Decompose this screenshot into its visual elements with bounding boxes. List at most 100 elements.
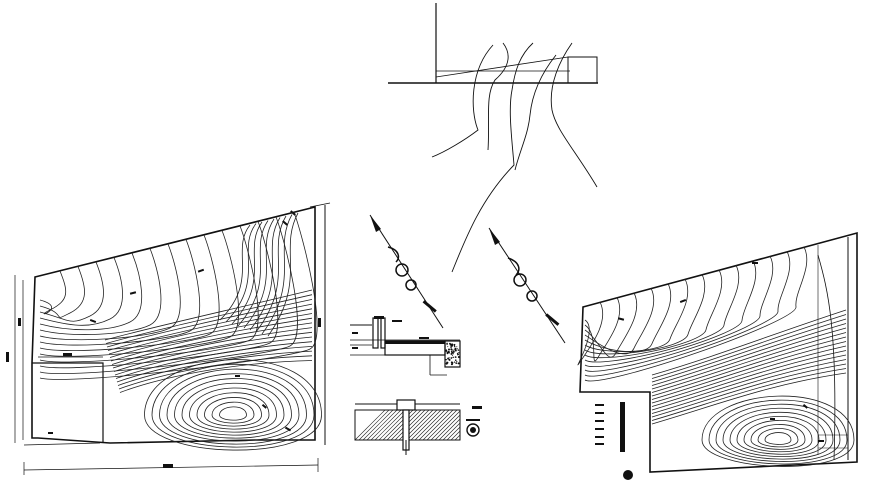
aggregate-dot (450, 357, 453, 359)
hatch-line (358, 409, 390, 441)
aggregate-dot (450, 343, 453, 346)
contour-line (204, 397, 262, 427)
contour-line (651, 318, 847, 383)
contour-line (584, 283, 672, 352)
aggregate-dot (456, 352, 459, 354)
contour-line (151, 363, 315, 448)
contour-line (225, 223, 257, 323)
contour-line (584, 288, 655, 355)
aggregate-dot (456, 360, 458, 363)
contour-line (651, 350, 847, 407)
contour-line (757, 428, 799, 448)
contour-line (577, 301, 604, 366)
contour-line (111, 322, 313, 365)
contour-line (39, 257, 123, 326)
aggregate-dot (445, 358, 447, 361)
contour-line (39, 266, 85, 318)
contour-line (584, 274, 706, 355)
contour-line (115, 341, 313, 379)
contour-line (736, 415, 820, 455)
contour-line (701, 395, 855, 467)
contour-line (110, 317, 313, 362)
contour-line (106, 299, 313, 348)
aggregate-dot (456, 346, 458, 348)
contour-line (196, 392, 270, 430)
hatch-line (418, 409, 450, 441)
right-contour-site-plan (577, 231, 858, 480)
aggregate-dot (450, 363, 453, 366)
north-arrow-left (369, 214, 444, 329)
contour-line (39, 216, 298, 374)
aggregate-dot (453, 361, 456, 363)
aggregate-dot (450, 346, 452, 348)
hatch-line (454, 434, 461, 441)
contour-line (651, 345, 847, 404)
contour-line (104, 289, 313, 341)
north-arrow-right (488, 227, 566, 344)
aggregate-dot (449, 342, 451, 345)
hatch-line (434, 414, 461, 441)
contour-line (113, 331, 313, 372)
hatch-line (422, 409, 454, 441)
contour-line (39, 221, 279, 369)
aggregate-dot (446, 352, 449, 355)
contour-line (39, 252, 143, 331)
aggregate-dot (452, 349, 454, 351)
contour-line (584, 251, 791, 377)
contour-line (708, 399, 848, 465)
hatch-line (374, 409, 406, 441)
contour-line (651, 363, 847, 418)
contour-line (39, 261, 104, 322)
legend-symbols (595, 402, 633, 480)
contour-line (39, 243, 181, 341)
contour-line (729, 411, 827, 458)
hatch-line (442, 422, 461, 441)
hatch-line (446, 426, 461, 441)
aggregate-dot (452, 356, 454, 359)
hatch-line (438, 418, 461, 441)
aggregate-dot (448, 358, 451, 361)
contour-line (261, 214, 293, 335)
contour-line (231, 221, 263, 325)
contour-line (722, 407, 834, 460)
contour-line (118, 355, 313, 390)
top-road-plan (388, 3, 598, 273)
hatch-line (366, 409, 398, 441)
contour-line (249, 217, 281, 331)
contour-line (651, 332, 847, 393)
contour-line (211, 401, 255, 424)
aggregate-dot (454, 346, 456, 348)
hatch-line (406, 409, 438, 441)
contour-line (255, 215, 287, 333)
aggregate-dot (450, 348, 453, 351)
contour-line (651, 327, 847, 390)
aggregate-dot (454, 359, 457, 362)
contour-line (584, 255, 774, 372)
contour-line (243, 218, 275, 329)
contour-line (119, 360, 313, 393)
contour-line (39, 230, 239, 357)
aggregate-dot (454, 349, 457, 352)
aggregate-dot (447, 357, 449, 360)
contour-line (584, 269, 723, 359)
contour-line (750, 424, 806, 450)
aggregate-dot (450, 350, 453, 353)
aggregate-dot (446, 342, 448, 345)
aggregate-dot (457, 349, 460, 351)
contour-line (237, 220, 269, 327)
contour-line (219, 406, 247, 421)
contour-line (159, 368, 307, 445)
aggregate-dot (448, 348, 450, 351)
hatch-line (458, 438, 461, 441)
contour-line (189, 387, 277, 433)
aggregate-dot (447, 350, 450, 353)
contour-line (743, 420, 813, 453)
contour-line (181, 382, 285, 436)
contour-line (584, 292, 638, 358)
contour-line (116, 346, 313, 383)
contour-line (651, 336, 847, 397)
contour-line (651, 354, 847, 411)
contour-line (39, 270, 67, 315)
contour-line (584, 246, 808, 382)
aggregate-dot (457, 362, 460, 365)
